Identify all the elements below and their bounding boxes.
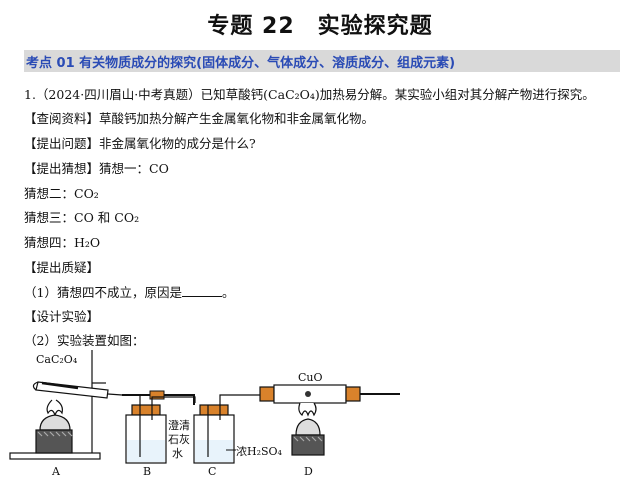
apparatus-a — [9, 350, 123, 460]
reagent-c-label: 浓H₂SO₄ — [236, 445, 283, 458]
info-line: 【查阅资料】草酸钙加热分解产生金属氧化物和非金属氧化物。 — [24, 111, 375, 126]
page-title: 专题 22 实验探究题 — [207, 14, 433, 39]
question-intro: 1.（2024·四川眉山·中考真题）已知草酸钙(CaC₂O₄)加热易分解。某实验… — [24, 87, 595, 102]
apparatus-b — [125, 395, 196, 464]
design-heading: 【设计实验】 — [24, 309, 100, 324]
device-line: （2）实验装置如图： — [24, 333, 145, 348]
apparatus-c — [193, 394, 268, 464]
cuo-sample — [305, 391, 311, 397]
label-d: D — [304, 465, 313, 478]
answer-blank[interactable] — [181, 284, 222, 297]
apparatus-d — [259, 384, 400, 456]
alcohol-lamp — [35, 399, 73, 454]
label-c: C — [208, 465, 216, 478]
label-a: A — [51, 465, 61, 478]
reagent-b-label-3: 水 — [172, 447, 183, 460]
reagent-b-label-1: 澄清 — [168, 418, 190, 432]
guess-2: 猜想二：CO₂ — [24, 186, 99, 201]
doubt-question: （1）猜想四不成立，原因是 。 — [24, 282, 234, 301]
reagent-a-label: CaC₂O₄ — [36, 353, 78, 366]
doubt-question-end: 。 — [221, 285, 235, 300]
question-line: 【提出问题】非金属氧化物的成分是什么? — [24, 136, 256, 151]
guess-1: 【提出猜想】猜想一：CO — [24, 161, 169, 176]
rubber-connector — [149, 390, 165, 400]
apparatus-diagram: CaC₂O₄ 澄清 石灰 水 浓H₂SO₄ CuO A B — [9, 350, 400, 478]
section-heading: 考点 01 有关物质成分的探究(固体成分、气体成分、溶质成分、组成元素) — [26, 56, 456, 71]
doubt-heading: 【提出质疑】 — [24, 260, 100, 275]
test-tube — [32, 381, 109, 399]
reagent-b-label-2: 石灰 — [168, 432, 190, 446]
guess-3: 猜想三：CO 和 CO₂ — [24, 210, 140, 225]
label-b: B — [143, 465, 151, 478]
doubt-question-text: （1）猜想四不成立，原因是 — [24, 285, 182, 300]
section-banner — [24, 50, 620, 72]
guess-4: 猜想四：H₂O — [24, 235, 101, 250]
reagent-d-label: CuO — [298, 371, 323, 384]
